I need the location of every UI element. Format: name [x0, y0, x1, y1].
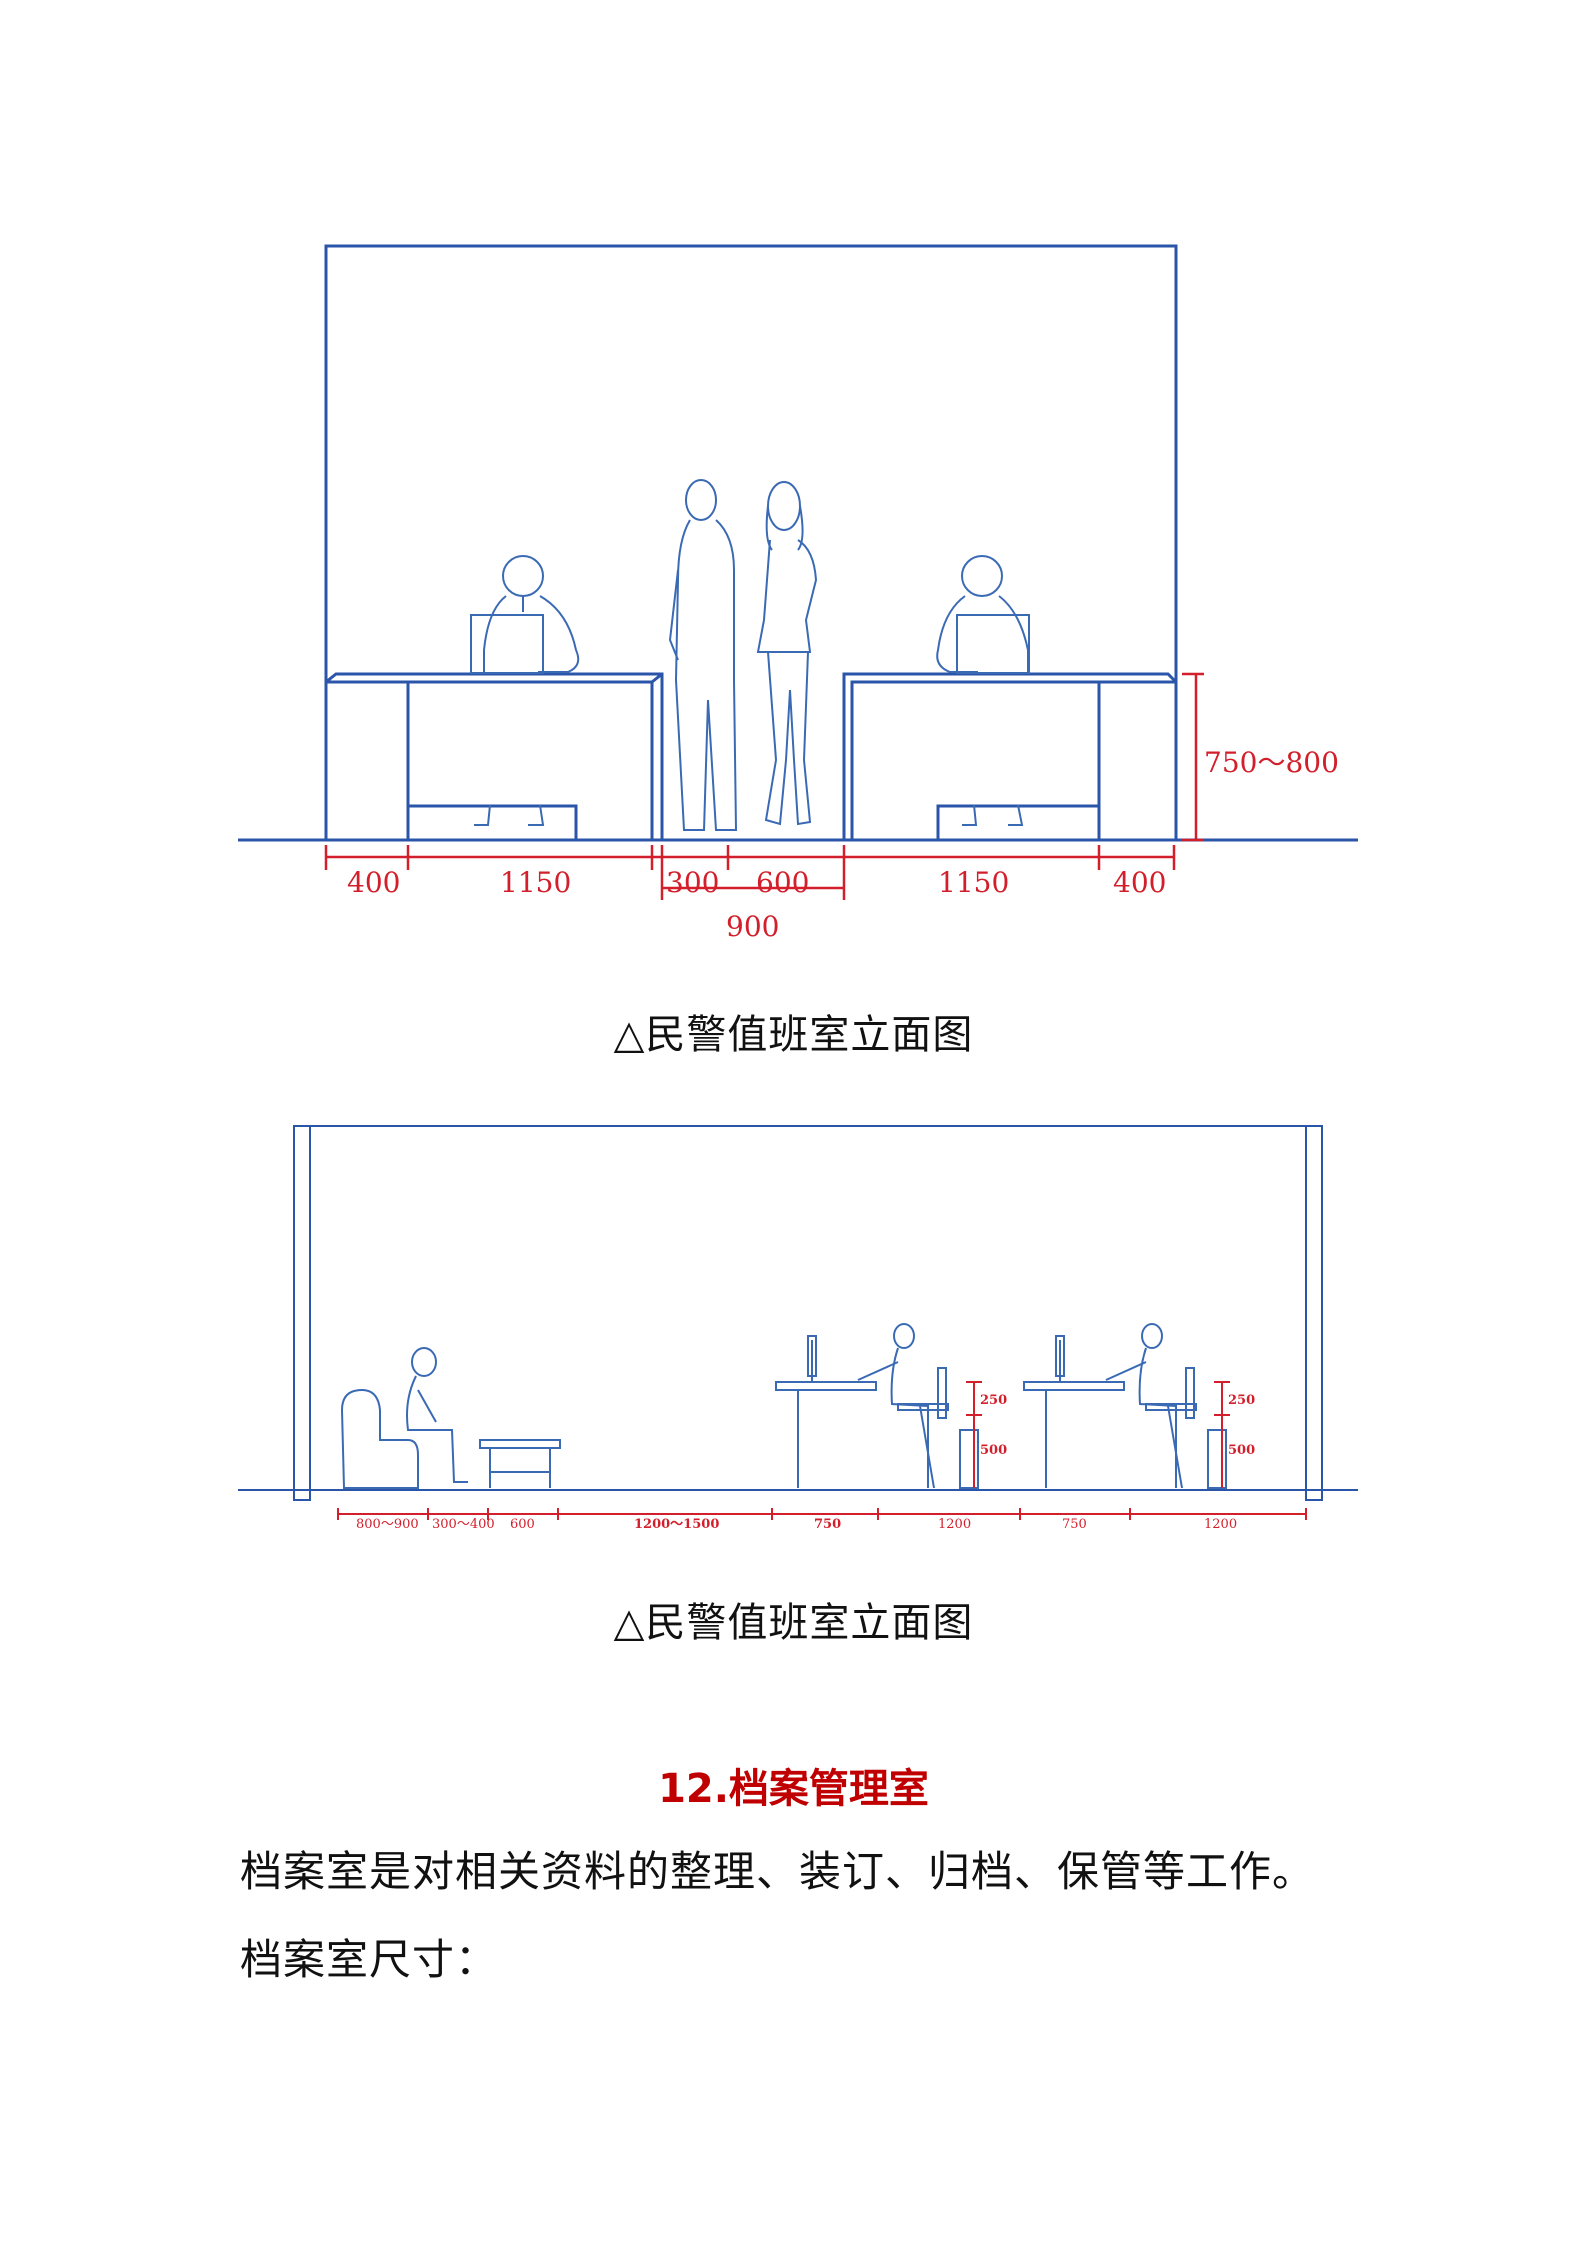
- dim-300: 300: [666, 866, 719, 899]
- figure-1-drawing: 750～800 400 1150 300 600 1150 400 900: [238, 244, 1358, 940]
- dim2-d8: 1200: [1204, 1517, 1237, 1532]
- dim2-h2a: 250: [1228, 1393, 1255, 1408]
- dim2-d7: 750: [1062, 1517, 1087, 1532]
- laptop-right: [956, 614, 1030, 674]
- workstation-1: [775, 1323, 979, 1489]
- dim2-h1a: 250: [980, 1393, 1007, 1408]
- dim-height: 750～800: [1204, 746, 1339, 779]
- left-desk: [324, 672, 664, 842]
- wall-right: [1305, 1125, 1323, 1501]
- dim2-d5: 750: [814, 1517, 841, 1532]
- dim2-d4: 1200～1500: [634, 1517, 719, 1532]
- dim2-d6: 1200: [938, 1517, 971, 1532]
- standing-woman: [756, 481, 818, 826]
- figure-2-caption: △民警值班室立面图: [613, 1600, 974, 1646]
- workstation-2: [1023, 1323, 1227, 1489]
- horizontal-dimension-line: [337, 1508, 1307, 1520]
- section-title: 12.档案管理室: [658, 1766, 929, 1812]
- dim2-d2: 300～400: [432, 1517, 495, 1532]
- dim2-d3: 600: [510, 1517, 535, 1532]
- coffee-table: [479, 1439, 561, 1488]
- dimension-lines: [324, 672, 1204, 900]
- dim-1150-right: 1150: [938, 866, 1009, 899]
- dim-400-left: 400: [347, 866, 400, 899]
- standing-man: [668, 479, 738, 831]
- laptop-left: [470, 614, 544, 674]
- dim-600: 600: [756, 866, 809, 899]
- height-dimension-lines: [966, 1381, 1230, 1488]
- figure-2-drawing: 250 500 250 500 800～900 300～400 600 1200…: [238, 1125, 1358, 1532]
- figure-1-caption: △民警值班室立面图: [613, 1012, 974, 1058]
- sofa-visitor: [340, 1347, 468, 1489]
- dim-400-right: 400: [1113, 866, 1166, 899]
- paragraph-description: 档案室是对相关资料的整理、装订、归档、保管等工作。: [240, 1847, 1316, 1896]
- seated-officer-left: [474, 555, 580, 826]
- wall-outline: [324, 244, 1178, 842]
- seated-officer-right: [936, 555, 1029, 826]
- dim2-h1b: 500: [980, 1443, 1007, 1458]
- wall-left: [293, 1125, 311, 1501]
- dim-1150-left: 1150: [500, 866, 571, 899]
- right-desk: [842, 672, 1178, 842]
- dim2-h2b: 500: [1228, 1443, 1255, 1458]
- paragraph-size-heading: 档案室尺寸：: [240, 1935, 499, 1984]
- dim-900: 900: [726, 910, 779, 940]
- dim2-d1: 800～900: [356, 1517, 419, 1532]
